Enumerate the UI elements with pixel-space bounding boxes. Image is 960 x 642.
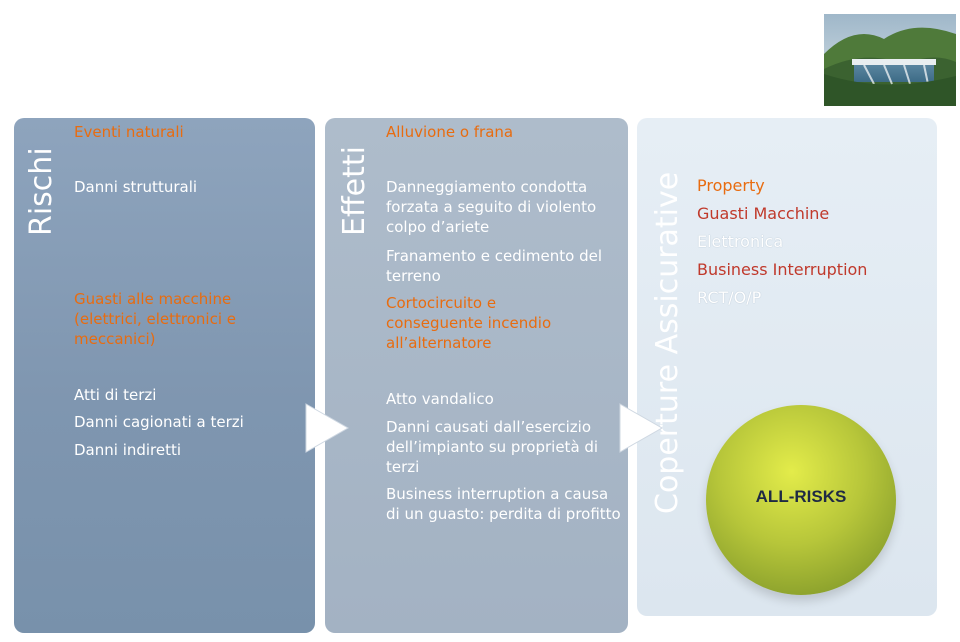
- coverage-item: RCT/O/P: [697, 288, 762, 307]
- effect-item: Cortocircuito e conseguente incendio all…: [386, 294, 552, 352]
- dam-photo: [824, 14, 956, 106]
- effect-item: Atto vandalico: [386, 390, 494, 408]
- coverage-item: Business Interruption: [697, 260, 868, 279]
- risk-item: Danni cagionati a terzi: [74, 413, 244, 431]
- risks-title: Rischi: [24, 147, 59, 236]
- chevron-right-arrow-icon: [305, 403, 350, 453]
- effect-item: Alluvione o frana: [386, 123, 514, 141]
- risks-panel: Rischi Eventi naturali Danni strutturali…: [14, 118, 315, 633]
- effects-panel: Effetti Alluvione o frana Danneggiamento…: [325, 118, 628, 633]
- all-risks-ball: ALL-RISKS: [706, 405, 896, 595]
- risk-item: Atti di terzi: [74, 386, 157, 404]
- coverage-item: Guasti Macchine: [697, 204, 830, 223]
- risk-item: Danni strutturali: [74, 178, 198, 196]
- all-risks-label: ALL-RISKS: [755, 487, 847, 506]
- risk-item: Danni indiretti: [74, 441, 182, 459]
- risk-item: Guasti alle macchine (elettrici, elettro…: [74, 290, 237, 348]
- coverage-item: Elettronica: [697, 232, 784, 251]
- risk-item: Eventi naturali: [74, 123, 184, 141]
- effect-item: Franamento e cedimento del terreno: [386, 247, 603, 285]
- effects-title: Effetti: [337, 146, 372, 236]
- effect-item: Business interruption a causa di un guas…: [386, 485, 621, 523]
- coverage-title: Coperture Assicurative: [650, 171, 685, 514]
- effect-item: Danneggiamento condotta forzata a seguit…: [386, 178, 597, 236]
- effect-item: Danni causati dall’esercizio dell’impian…: [386, 418, 599, 476]
- coverage-item: Property: [697, 176, 765, 195]
- chevron-right-arrow-icon: [619, 403, 664, 453]
